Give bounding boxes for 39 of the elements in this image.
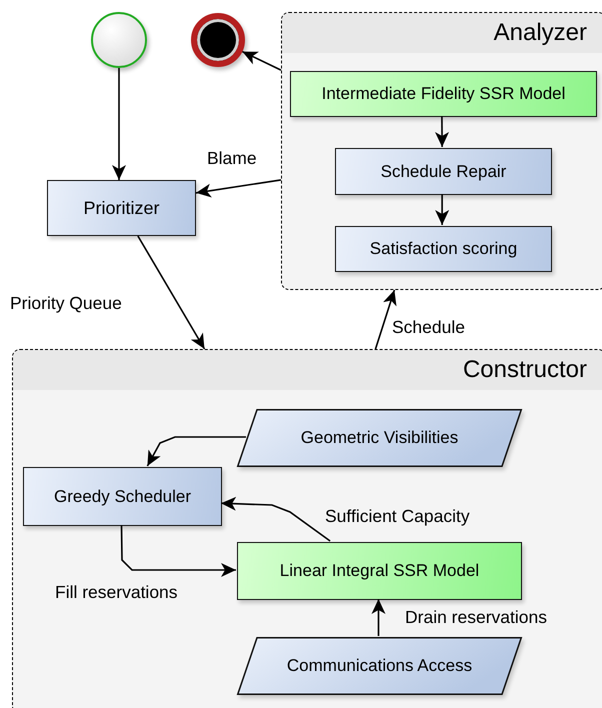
arrow bbox=[137, 236, 206, 350]
node-label: Greedy Scheduler bbox=[54, 486, 192, 506]
edge-label: Sufficient Capacity bbox=[325, 506, 470, 527]
arrow bbox=[242, 50, 282, 71]
group-title: Analyzer bbox=[494, 19, 587, 47]
node-label: Geometric Visibilities bbox=[300, 428, 458, 448]
arrow bbox=[196, 179, 282, 198]
data-parallelogram bbox=[237, 409, 522, 467]
arrow bbox=[374, 290, 396, 350]
node-label: Prioritizer bbox=[83, 198, 160, 218]
process-box bbox=[290, 71, 597, 117]
process-box bbox=[23, 467, 222, 526]
node-label: Linear Integral SSR Model bbox=[280, 561, 480, 581]
arrow bbox=[435, 194, 450, 225]
arrow bbox=[372, 599, 386, 636]
arrow bbox=[120, 524, 236, 577]
edge-label: Priority Queue bbox=[10, 293, 122, 314]
arrow bbox=[435, 116, 449, 147]
node-label: Intermediate Fidelity SSR Model bbox=[322, 84, 566, 104]
process-box bbox=[335, 148, 552, 195]
end-node bbox=[191, 13, 245, 67]
start-node bbox=[91, 12, 147, 68]
edge-label: Blame bbox=[207, 148, 257, 169]
group-container bbox=[12, 349, 602, 708]
node-label: Schedule Repair bbox=[380, 162, 506, 182]
arrow bbox=[112, 68, 126, 180]
node-label: Communications Access bbox=[286, 656, 472, 676]
edge-label: Fill reservations bbox=[55, 582, 178, 603]
arrow bbox=[220, 496, 331, 542]
node-label: Satisfaction scoring bbox=[370, 239, 518, 259]
process-box bbox=[237, 542, 522, 600]
edge-label: Drain reservations bbox=[405, 607, 547, 628]
process-box bbox=[335, 226, 552, 272]
group-container bbox=[281, 12, 602, 290]
data-parallelogram bbox=[237, 637, 522, 695]
edge-label: Schedule bbox=[392, 317, 465, 338]
arrow bbox=[146, 436, 246, 466]
process-box bbox=[47, 180, 196, 236]
group-title: Constructor bbox=[462, 356, 587, 384]
